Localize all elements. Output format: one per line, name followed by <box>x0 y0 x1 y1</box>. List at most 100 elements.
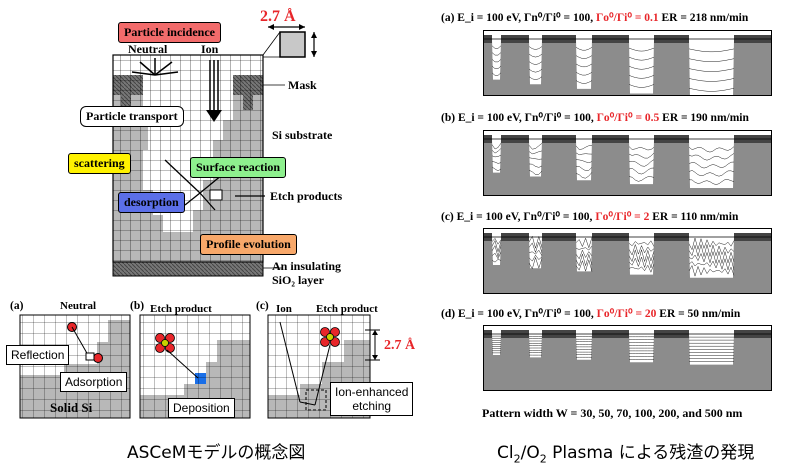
caption-o: /O <box>520 443 540 463</box>
profile-contour <box>528 169 543 175</box>
profile-contour <box>688 170 735 177</box>
left-caption: ASCeMモデルの概念図 <box>127 443 306 463</box>
etch-profile-svg <box>484 233 771 293</box>
profile-contour <box>491 65 502 69</box>
profile-contour <box>491 259 502 263</box>
panel-header-c: (c) E_i = 100 eV, Γn⁰/Γi⁰ = 100, Γo⁰/Γi⁰… <box>441 209 738 223</box>
trench <box>576 39 592 89</box>
panel-c-ion-label: Ion <box>276 303 292 315</box>
panel-ratio: Γo⁰/Γi⁰ = 0.5 <box>596 112 660 124</box>
profile-evolution-label: Profile evolution <box>200 234 297 255</box>
panel-ratio: Γo⁰/Γi⁰ = 2 <box>595 211 650 223</box>
profile-contour <box>491 154 502 158</box>
profile-contour <box>688 179 735 185</box>
profile-contour <box>575 253 593 267</box>
profile-contour <box>628 255 655 269</box>
etch-products-label: Etch products <box>270 189 343 203</box>
profile-contour <box>575 55 593 59</box>
profile-contour <box>528 254 543 262</box>
panel-tag: (a) <box>441 12 455 24</box>
profile-contour <box>628 176 655 182</box>
solid-si-label: Solid Si <box>50 400 93 415</box>
dimension-label: 2.7 Å <box>260 8 296 25</box>
insulating-layer-label-line2: SiO₂ layer <box>272 273 324 287</box>
profile-contour <box>491 72 502 76</box>
profile-contour <box>628 84 655 88</box>
profile-contour <box>491 148 502 154</box>
particle-transport-label: Particle transport <box>80 106 184 127</box>
caption-cl: Cl <box>497 443 514 463</box>
panel-c-tag: (c) <box>256 300 269 312</box>
trench <box>689 39 734 95</box>
etch-profile-c <box>483 228 772 294</box>
profile-contour <box>688 58 735 62</box>
panel-rate: ER = 190 nm/min <box>662 112 749 124</box>
etch-profile-a <box>483 30 772 96</box>
caption-sub-1: 2 <box>513 452 521 466</box>
profile-contour <box>688 161 735 169</box>
particle-incidence-label: Particle incidence <box>118 22 221 43</box>
profile-contour <box>688 250 735 264</box>
profile-contour <box>575 63 593 68</box>
panel-tag: (c) <box>441 211 454 223</box>
profile-contour <box>628 75 655 79</box>
profile-contour <box>528 46 543 50</box>
profile-contour <box>575 258 593 272</box>
profile-contour <box>491 251 502 260</box>
profile-contour <box>491 239 502 253</box>
panel-header-d: (d) E_i = 100 eV, Γn⁰/Γi⁰ = 100, Γo⁰/Γi⁰… <box>441 306 740 320</box>
etch-profile-svg <box>484 330 771 390</box>
right-caption: Cl2/O2 Plasma による残渣の発現 <box>497 438 754 465</box>
profile-contour <box>688 153 735 161</box>
profile-contour <box>628 47 655 52</box>
profile-contour <box>575 145 593 150</box>
profile-contour <box>575 152 593 156</box>
profile-contour <box>528 76 543 80</box>
profile-contour <box>491 237 502 245</box>
etch-profile-b <box>483 130 772 196</box>
profile-contour <box>528 53 543 58</box>
profile-contour <box>628 243 655 256</box>
panel-tag: (b) <box>441 112 456 124</box>
profile-contour <box>575 80 593 84</box>
profile-contour <box>528 143 543 150</box>
profile-contour <box>628 167 655 175</box>
panel-a-tag: (a) <box>10 300 24 312</box>
deposition-label: Deposition <box>168 398 235 418</box>
ion-enhanced-line2: etching <box>352 399 392 413</box>
panel-header-b: (b) E_i = 100 eV, Γn⁰/Γi⁰ = 100, Γo⁰/Γi⁰… <box>441 110 749 124</box>
caption-rest: Plasma による残渣の発現 <box>546 443 755 463</box>
profile-contour <box>628 263 655 273</box>
profile-contour <box>491 166 502 172</box>
trench <box>492 39 501 80</box>
profile-contour <box>575 166 593 171</box>
profile-contour <box>491 52 502 56</box>
ion-enhanced-line1: Ion-enhanced <box>335 385 409 399</box>
profile-contour <box>575 249 593 260</box>
scattering-label: scattering <box>68 153 131 174</box>
profile-contour <box>491 244 502 258</box>
profile-contour <box>628 248 655 263</box>
trench <box>629 237 654 275</box>
profile-contour <box>575 245 593 251</box>
profile-contour <box>628 56 655 61</box>
panel-tag: (d) <box>441 308 456 320</box>
panel-c-dimension-label: 2.7 Å <box>384 338 416 353</box>
si-substrate-label: Si substrate <box>272 128 333 142</box>
panel-rate: ER = 218 nm/min <box>661 12 749 24</box>
profile-contour <box>688 68 735 72</box>
ion-label: Ion <box>201 42 219 56</box>
panel-b-tag: (b) <box>130 300 145 312</box>
insulating-layer-label-line1: An insulating <box>272 259 342 273</box>
panel-params: E_i = 100 eV, Γn⁰/Γi⁰ = 100, <box>457 12 594 24</box>
profile-contour <box>575 172 593 179</box>
etch-profile-svg <box>484 135 771 195</box>
surface-reaction-label: Surface reaction <box>190 157 287 178</box>
profile-contour <box>688 244 735 258</box>
profile-contour <box>688 78 735 82</box>
profile-contour <box>628 152 655 159</box>
profile-contour <box>575 159 593 163</box>
profile-contour <box>628 66 655 70</box>
profile-contour <box>491 142 502 150</box>
etch-profile-d <box>483 325 772 391</box>
